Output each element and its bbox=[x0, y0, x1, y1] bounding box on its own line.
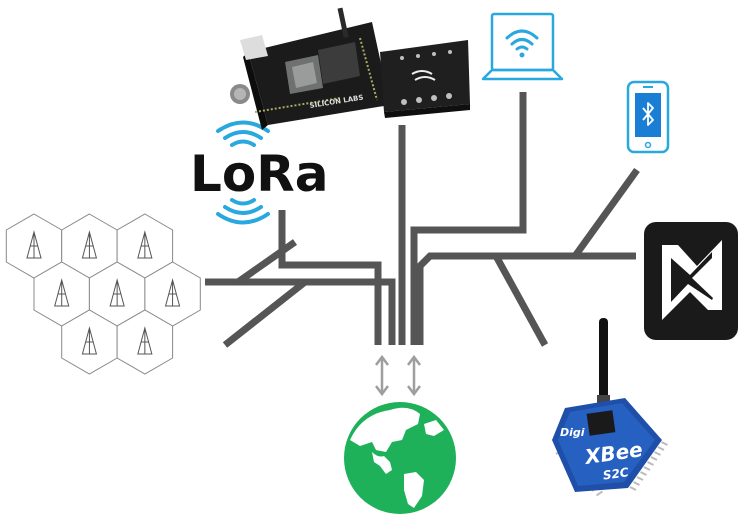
wifi-laptop-icon bbox=[481, 12, 564, 81]
xbee-vendor-label: Digi bbox=[560, 426, 585, 439]
cell-tower-icon bbox=[109, 278, 125, 307]
lora-signal-icon bbox=[216, 120, 270, 225]
xbee-module-icon: Digi XBee S2C bbox=[552, 318, 668, 497]
cell-tower-icon bbox=[26, 230, 42, 259]
cell-tower-icon bbox=[81, 326, 98, 355]
nfc-icon bbox=[644, 222, 738, 340]
cellular-branch-up bbox=[235, 239, 298, 285]
wifi-connector bbox=[410, 92, 527, 345]
arrow-right bbox=[407, 354, 421, 397]
cell-tower-icon bbox=[81, 230, 98, 259]
cell-tower-icon bbox=[137, 326, 153, 355]
arrow-left bbox=[375, 354, 389, 397]
bluetooth-connector bbox=[572, 167, 640, 259]
silicon-labs-board-icon: SILICON LABS bbox=[230, 7, 470, 130]
connector-lines bbox=[205, 92, 640, 348]
cell-tower-icon bbox=[137, 230, 153, 259]
cellular-center-link bbox=[310, 278, 396, 345]
globe-icon bbox=[344, 402, 456, 514]
lora-logo: LoRa bbox=[190, 120, 328, 225]
bluetooth-phone-icon bbox=[626, 80, 670, 154]
lora-label: LoRa bbox=[190, 145, 328, 203]
xbee-model-label: S2C bbox=[602, 465, 630, 482]
cell-tower-icon bbox=[164, 278, 181, 307]
lora-connector bbox=[278, 210, 382, 345]
cellular-branch-down bbox=[222, 279, 308, 348]
wifi-icon bbox=[505, 29, 539, 51]
cellular-network-icon bbox=[5, 213, 201, 375]
bluetooth-icon bbox=[642, 102, 654, 126]
nfc-connector bbox=[416, 252, 636, 345]
cell-tower-icon bbox=[54, 278, 70, 307]
xbee-connector bbox=[492, 254, 549, 347]
